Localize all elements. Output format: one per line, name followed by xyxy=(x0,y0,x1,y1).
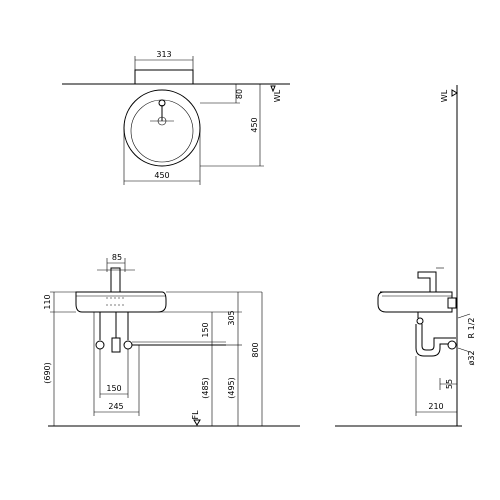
valve-left xyxy=(95,340,105,350)
drain-outlet xyxy=(416,317,424,325)
dim-690: (690) xyxy=(43,362,52,384)
trap-fitting xyxy=(111,337,121,353)
p-trap xyxy=(415,324,456,357)
side-view: WL R 1/2 ø32 55 210 xyxy=(335,85,476,427)
dim-150-vertical: 150 xyxy=(201,322,210,337)
pipe-thread-label: R 1/2 xyxy=(467,318,476,339)
dim-485: (485) xyxy=(201,377,210,399)
wl-marker-top xyxy=(270,85,276,93)
faucet-side xyxy=(417,271,437,292)
dim-80: 80 xyxy=(235,89,244,99)
dim-450-width: 450 xyxy=(154,171,169,180)
dim-150-horizontal: 150 xyxy=(106,384,121,393)
wl-marker-side xyxy=(451,89,458,97)
dim-55: 55 xyxy=(445,379,454,389)
dim-245: 245 xyxy=(108,402,123,411)
fl-label: FL xyxy=(191,410,200,420)
dim-495: (495) xyxy=(227,377,236,399)
valve-right xyxy=(123,340,133,350)
basin-side xyxy=(377,291,453,313)
top-view: 313 80 450 WL 450 xyxy=(62,50,290,185)
dim-313: 313 xyxy=(156,50,171,59)
pipe-dia-label: ø32 xyxy=(467,350,476,365)
wl-label-side: WL xyxy=(440,89,449,102)
side-valve xyxy=(447,340,457,350)
dim-110: 110 xyxy=(43,294,52,309)
top-plate xyxy=(134,69,194,84)
dim-800: 800 xyxy=(251,342,260,357)
p-trap-inner xyxy=(421,324,456,351)
basin-outer-circle xyxy=(123,89,201,167)
front-view: 85 110 (690) 150 305 (485) (495) 800 150 xyxy=(43,253,300,427)
wl-label-top: WL xyxy=(273,89,282,102)
dim-210: 210 xyxy=(428,402,443,411)
basin-front xyxy=(75,291,167,313)
fl-marker xyxy=(193,419,201,426)
dim-450-depth: 450 xyxy=(250,117,259,132)
faucet-body xyxy=(110,267,121,293)
wall-bracket xyxy=(447,297,457,309)
dim-305: 305 xyxy=(227,310,236,325)
dim-85: 85 xyxy=(112,253,122,262)
